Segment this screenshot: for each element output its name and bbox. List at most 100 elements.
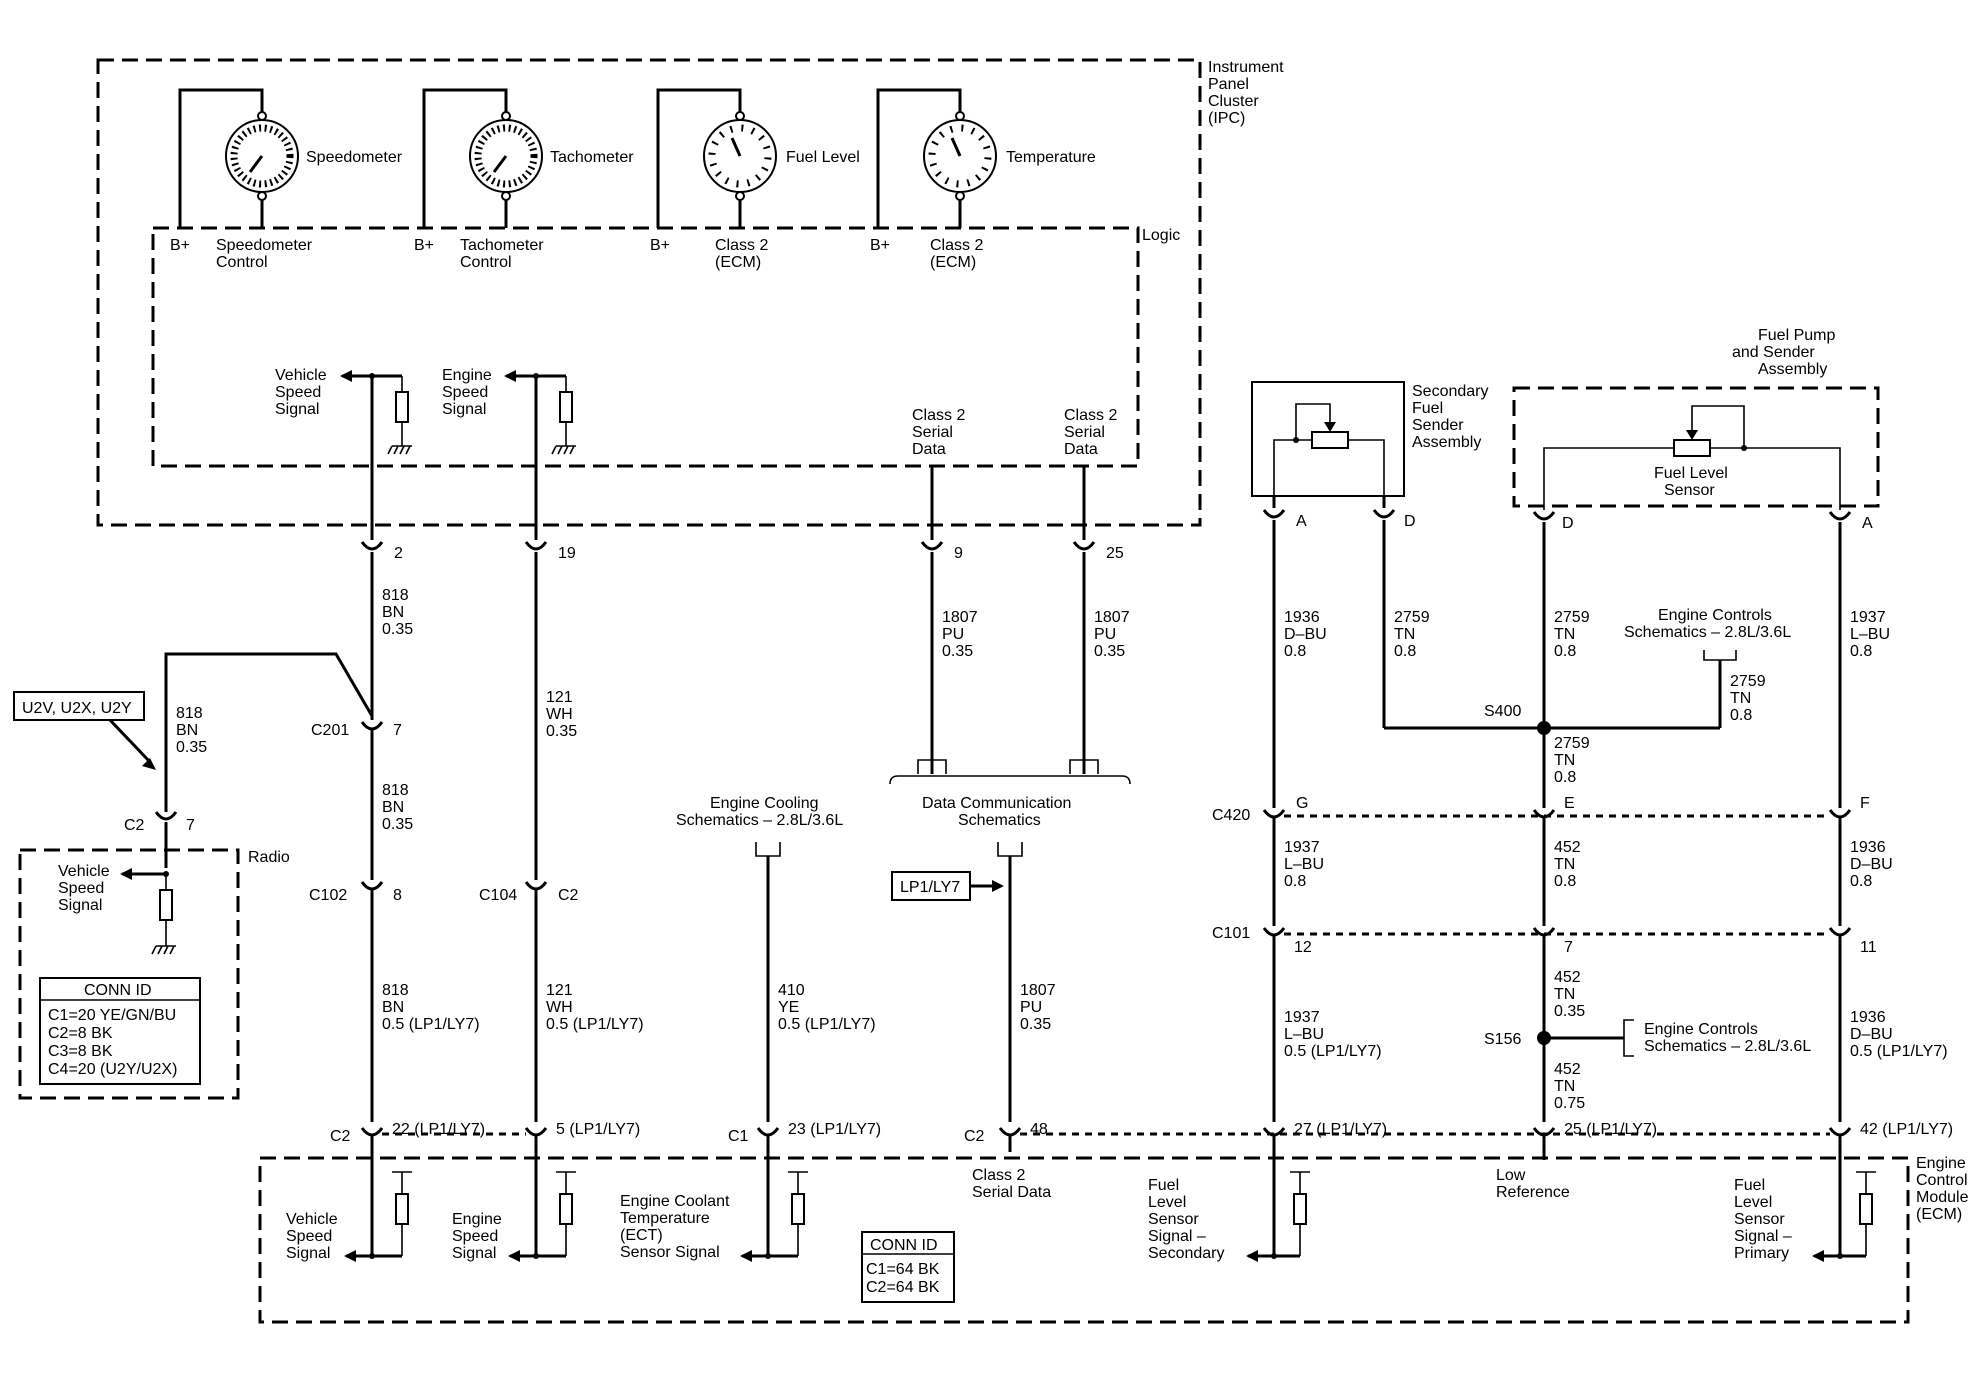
svg-text:1807: 1807 <box>1094 609 1130 626</box>
svg-text:BN: BN <box>382 799 404 816</box>
svg-text:Fuel Level: Fuel Level <box>786 149 860 166</box>
svg-text:Engine: Engine <box>1916 1155 1966 1172</box>
svg-text:Control: Control <box>1916 1172 1968 1189</box>
svg-text:Signal –: Signal – <box>1734 1228 1792 1245</box>
svg-text:0.8: 0.8 <box>1394 643 1416 660</box>
svg-text:2: 2 <box>394 545 403 562</box>
svg-text:Class 2: Class 2 <box>715 237 768 254</box>
svg-text:Class 2: Class 2 <box>912 407 965 424</box>
svg-text:TN: TN <box>1554 986 1575 1003</box>
svg-text:0.8: 0.8 <box>1554 643 1576 660</box>
svg-text:A: A <box>1296 513 1307 530</box>
fuel-primary-signal-circuit: 1937 L–BU 0.8 F 1936 D–BU 0.8 11 1936 D–… <box>1828 522 1953 1256</box>
svg-text:0.35: 0.35 <box>382 816 413 833</box>
svg-text:0.8: 0.8 <box>1554 769 1576 786</box>
svg-text:TN: TN <box>1554 626 1575 643</box>
svg-text:Engine: Engine <box>442 367 492 384</box>
svg-text:1807: 1807 <box>1020 982 1056 999</box>
svg-text:Secondary: Secondary <box>1412 383 1489 400</box>
svg-text:19: 19 <box>558 545 576 562</box>
svg-text:C104: C104 <box>479 887 517 904</box>
svg-text:Low: Low <box>1496 1167 1526 1184</box>
svg-text:TN: TN <box>1554 856 1575 873</box>
svg-text:Fuel Pump: Fuel Pump <box>1758 327 1835 344</box>
radio-title: Radio <box>248 849 290 866</box>
svg-text:0.35: 0.35 <box>176 739 207 756</box>
svg-text:F: F <box>1860 795 1870 812</box>
svg-text:Fuel Level: Fuel Level <box>1654 465 1728 482</box>
svg-text:0.35: 0.35 <box>1020 1016 1051 1033</box>
svg-text:2759: 2759 <box>1554 609 1590 626</box>
svg-text:Class 2: Class 2 <box>1064 407 1117 424</box>
svg-text:Tachometer: Tachometer <box>460 237 544 254</box>
ecm-conn-id-table: CONN ID C1=64 BK C2=64 BK <box>861 1231 955 1303</box>
svg-text:S156: S156 <box>1484 1031 1521 1048</box>
svg-text:0.8: 0.8 <box>1730 707 1752 724</box>
svg-text:452: 452 <box>1554 839 1581 856</box>
svg-text:1937: 1937 <box>1284 839 1320 856</box>
svg-text:23 (LP1/LY7): 23 (LP1/LY7) <box>788 1121 881 1138</box>
svg-text:B+: B+ <box>414 237 434 254</box>
svg-text:L–BU: L–BU <box>1284 856 1324 873</box>
svg-text:Module: Module <box>1916 1189 1969 1206</box>
svg-text:0.75: 0.75 <box>1554 1095 1585 1112</box>
svg-text:(ECT): (ECT) <box>620 1227 663 1244</box>
svg-text:TN: TN <box>1394 626 1415 643</box>
svg-text:Schematics – 2.8L/3.6L: Schematics – 2.8L/3.6L <box>1624 624 1791 641</box>
svg-text:Engine Controls: Engine Controls <box>1658 607 1772 624</box>
svg-text:C201: C201 <box>311 722 349 739</box>
svg-text:Data: Data <box>912 441 946 458</box>
gauge-speedometer: Speedometer B+ Speedometer Control <box>170 88 403 271</box>
svg-text:C2=64 BK: C2=64 BK <box>866 1279 940 1296</box>
svg-text:B+: B+ <box>650 237 670 254</box>
svg-text:WH: WH <box>546 706 573 723</box>
svg-text:Fuel: Fuel <box>1148 1177 1179 1194</box>
ecm-engine-speed-input: Engine Speed Signal <box>452 1171 576 1262</box>
svg-text:C2: C2 <box>558 887 579 904</box>
svg-text:Signal: Signal <box>286 1245 330 1262</box>
svg-text:0.5 (LP1/LY7): 0.5 (LP1/LY7) <box>546 1016 644 1033</box>
svg-text:Speed: Speed <box>275 384 321 401</box>
svg-text:Fuel: Fuel <box>1734 1177 1765 1194</box>
svg-text:Engine Coolant: Engine Coolant <box>620 1193 730 1210</box>
svg-text:TN: TN <box>1730 690 1751 707</box>
svg-text:Speed: Speed <box>442 384 488 401</box>
svg-text:Cluster: Cluster <box>1208 93 1259 110</box>
svg-text:452: 452 <box>1554 1061 1581 1078</box>
svg-text:Fuel: Fuel <box>1412 400 1443 417</box>
svg-text:Signal: Signal <box>58 897 102 914</box>
svg-text:Serial: Serial <box>912 424 953 441</box>
svg-text:Speedometer: Speedometer <box>216 237 313 254</box>
svg-text:C102: C102 <box>309 887 347 904</box>
svg-text:Engine Cooling: Engine Cooling <box>710 795 819 812</box>
fuel-pump-sender-assembly: Fuel Pump and Sender Assembly Fuel Level… <box>1512 327 1880 532</box>
svg-text:0.5 (LP1/LY7): 0.5 (LP1/LY7) <box>1850 1043 1948 1060</box>
option-label-u2v: U2V, U2X, U2Y <box>22 700 132 717</box>
low-reference-circuit: S156 Engine Controls Schematics – 2.8L/3… <box>1484 522 1811 1160</box>
svg-text:(ECM): (ECM) <box>715 254 761 271</box>
svg-text:YE: YE <box>778 999 799 1016</box>
svg-text:Control: Control <box>216 254 268 271</box>
svg-text:Sender: Sender <box>1412 417 1464 434</box>
svg-text:C1=20 YE/GN/BU: C1=20 YE/GN/BU <box>48 1007 176 1024</box>
svg-text:818: 818 <box>382 782 409 799</box>
svg-text:Schematics – 2.8L/3.6L: Schematics – 2.8L/3.6L <box>676 812 843 829</box>
svg-text:0.35: 0.35 <box>382 621 413 638</box>
svg-text:1807: 1807 <box>942 609 978 626</box>
svg-text:410: 410 <box>778 982 805 999</box>
svg-text:0.8: 0.8 <box>1850 643 1872 660</box>
svg-text:Secondary: Secondary <box>1148 1245 1225 1262</box>
radio-conn-id-table: CONN ID C1=20 YE/GN/BU C2=8 BK C3=8 BK C… <box>39 977 201 1085</box>
svg-text:5 (LP1/LY7): 5 (LP1/LY7) <box>556 1121 640 1138</box>
svg-text:Tachometer: Tachometer <box>550 149 634 166</box>
svg-text:Engine Controls: Engine Controls <box>1644 1021 1758 1038</box>
svg-text:Class 2: Class 2 <box>972 1167 1025 1184</box>
svg-text:(ECM): (ECM) <box>1916 1206 1962 1223</box>
svg-text:Serial: Serial <box>1064 424 1105 441</box>
svg-text:9: 9 <box>954 545 963 562</box>
svg-text:PU: PU <box>1020 999 1042 1016</box>
svg-text:0.35: 0.35 <box>1094 643 1125 660</box>
svg-text:0.8: 0.8 <box>1850 873 1872 890</box>
svg-text:1937: 1937 <box>1850 609 1886 626</box>
